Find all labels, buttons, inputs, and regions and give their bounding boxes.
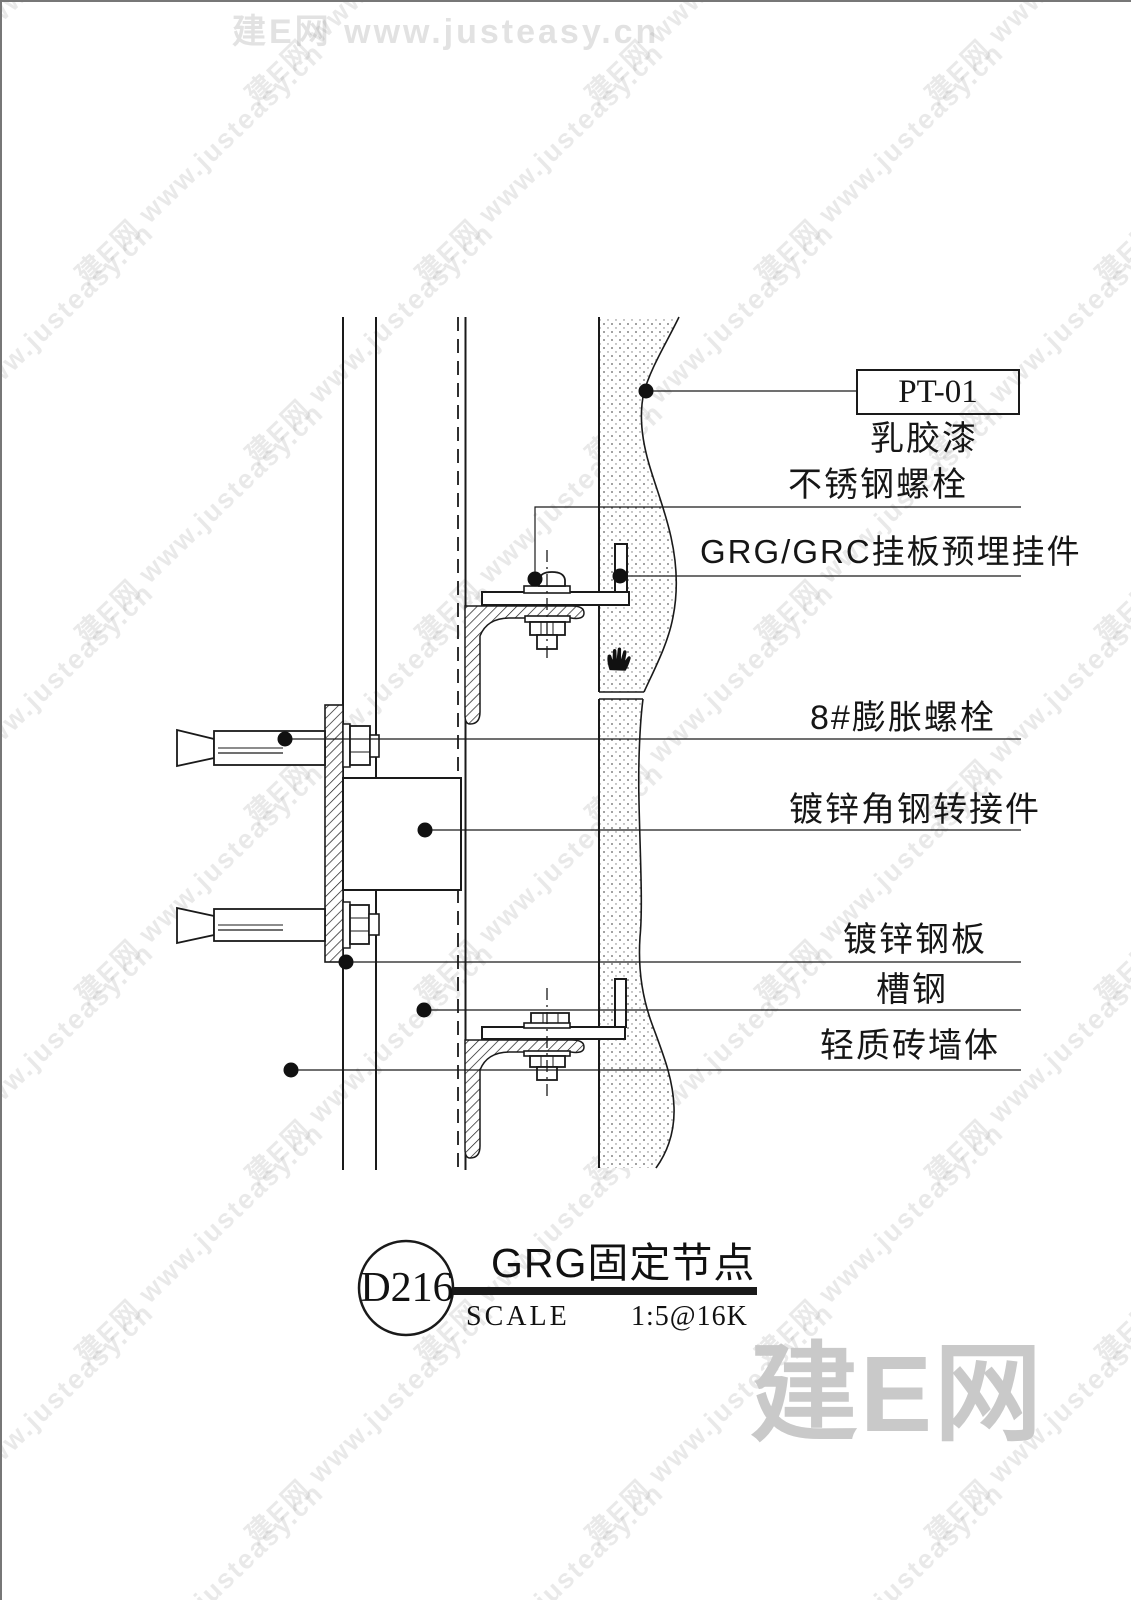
callout-latex-paint: 乳胶漆 <box>870 420 978 458</box>
watermark-logo: 建E网 <box>750 1333 1045 1454</box>
callout-galvanized-plate: 镀锌钢板 <box>843 921 987 959</box>
title-block-graphics <box>357 1239 757 1337</box>
callout-grg-hanger: GRG/GRC挂板预埋挂件 <box>700 533 1082 570</box>
pt01-tag-box <box>856 369 1020 415</box>
scale-label: SCALE <box>466 1301 570 1332</box>
hand-cursor-icon <box>607 647 631 671</box>
expansion-bolt-top <box>176 723 380 768</box>
callout-angle-adapter: 镀锌角钢转接件 <box>789 791 1041 829</box>
lower-hanger-bracket <box>464 978 627 1159</box>
detail-title: GRG固定节点 <box>491 1240 756 1286</box>
scale-value: 1:5@16K <box>631 1301 748 1332</box>
grg-channel-flange-lower <box>464 1039 585 1159</box>
grg-channel-flange-upper <box>464 605 585 725</box>
galvanized-plate-section <box>324 704 344 963</box>
callout-expansion-bolt: 8#膨胀螺栓 <box>810 699 996 737</box>
callout-stainless-bolt: 不锈钢螺栓 <box>788 466 968 504</box>
angle-adapter-box <box>342 777 462 891</box>
callout-pt01: PT-01 <box>898 374 978 410</box>
brick-wall-section <box>598 316 680 1169</box>
upper-hanger-bracket <box>464 543 630 725</box>
callout-channel-steel: 槽钢 <box>876 971 948 1009</box>
expansion-bolt-bottom <box>176 901 380 949</box>
detail-number: D216 <box>360 1265 454 1311</box>
callout-brick-wall: 轻质砖墙体 <box>820 1027 1000 1065</box>
leader-lines <box>277 369 1021 1078</box>
